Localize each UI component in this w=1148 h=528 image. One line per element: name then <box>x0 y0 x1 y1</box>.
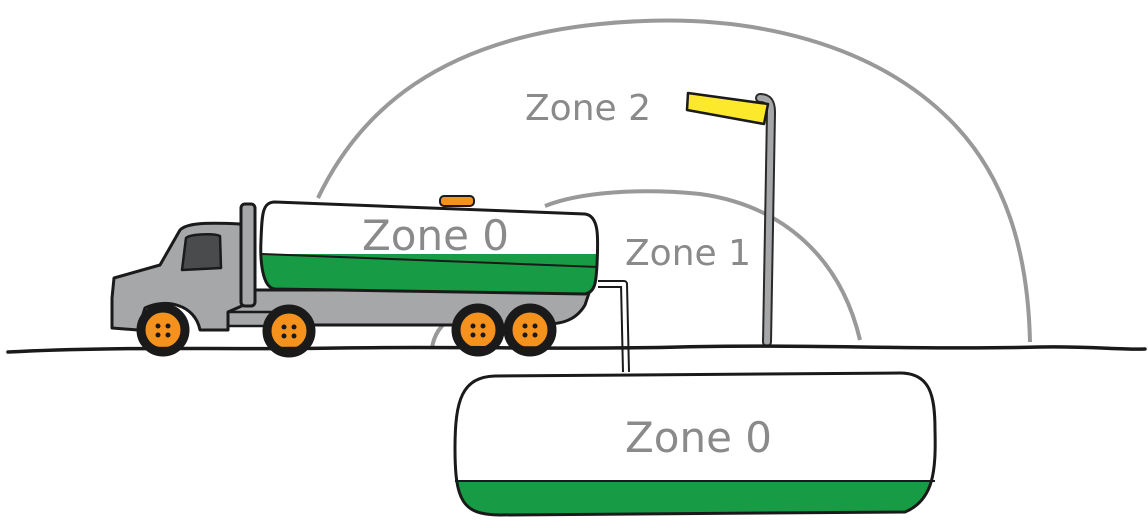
truck-wheel-front <box>136 303 190 357</box>
zone-1-label: Zone 1 <box>625 233 751 274</box>
truck-wheel-rear-2 <box>503 303 557 357</box>
zone-2-label: Zone 2 <box>525 88 651 129</box>
zone-2-boundary <box>316 18 1032 343</box>
truck-wheel-drive <box>262 304 316 358</box>
ground-line <box>6 344 1147 354</box>
fill-pipe <box>598 280 630 373</box>
truck-wheel-rear-1 <box>451 303 505 357</box>
zone-1-boundary <box>544 189 862 341</box>
tanker-truck-icon <box>110 195 600 358</box>
street-lamp-icon <box>685 91 777 347</box>
underground-tank-icon <box>453 371 937 517</box>
tanker-zone-0-label: Zone 0 <box>362 211 509 260</box>
underground-zone-0-label: Zone 0 <box>625 413 772 462</box>
